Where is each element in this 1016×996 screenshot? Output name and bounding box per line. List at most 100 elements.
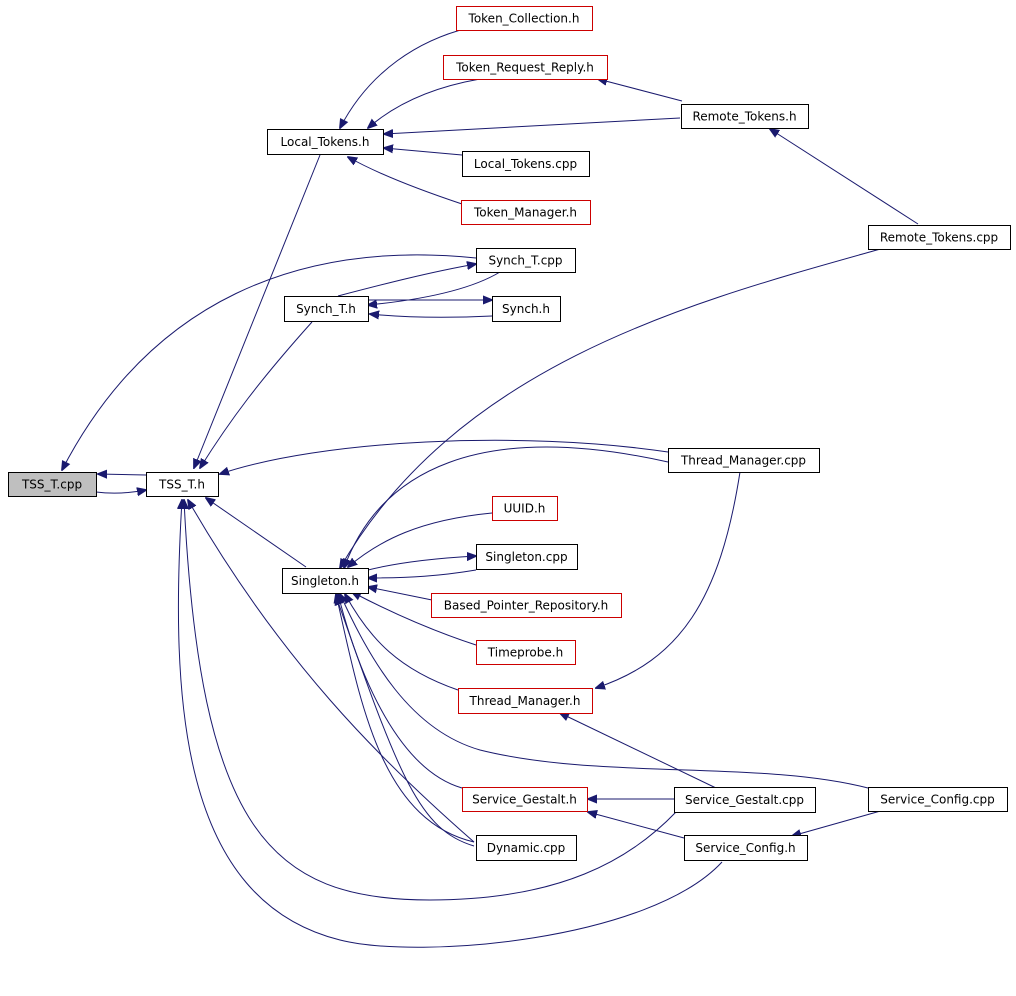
node-token-collection-h[interactable]: Token_Collection.h: [456, 6, 593, 31]
edge-tss-t-h-to-tss-t-cpp: [98, 474, 147, 475]
node-uuid-h[interactable]: UUID.h: [492, 496, 558, 521]
node-box: [868, 787, 1008, 812]
node-thread-manager-cpp[interactable]: Thread_Manager.cpp: [668, 448, 820, 473]
edge-service-gestalt-cpp-to-thread-manager-h: [560, 713, 717, 789]
node-box: [462, 787, 588, 812]
node-box: [476, 248, 576, 273]
edge-token-collection-to-local-tokens: [340, 27, 469, 128]
edge-thread-manager-cpp-to-tss-t-h: [220, 439, 669, 474]
node-label: Token_Manager.h: [473, 206, 577, 220]
edge-singleton-to-singleton-cpp: [367, 556, 476, 571]
node-based-pointer-repository-h[interactable]: Based_Pointer_Repository.h: [431, 593, 622, 618]
edge-service-config-cpp-to-service-config-h: [792, 809, 885, 836]
node-box: [8, 472, 97, 497]
edge-remote-tokens-h-to-local-tokens: [384, 117, 681, 134]
node-box: [684, 835, 808, 861]
node-box: [462, 151, 590, 177]
node-synch-t-cpp[interactable]: Synch_T.cpp: [476, 248, 576, 273]
node-label: UUID.h: [504, 502, 546, 516]
node-label: Token_Collection.h: [468, 12, 580, 26]
node-box: [476, 544, 578, 570]
node-thread-manager-h[interactable]: Thread_Manager.h: [458, 688, 593, 714]
edge-local-tokens-cpp-to-local-tokens: [384, 148, 463, 156]
edge-dynamic-to-tss-t-h: [188, 500, 475, 843]
node-label: Synch_T.h: [296, 302, 356, 316]
node-box: [267, 129, 384, 155]
node-label: Thread_Manager.cpp: [680, 454, 806, 468]
node-service-gestalt-cpp[interactable]: Service_Gestalt.cpp: [674, 787, 816, 813]
node-label: Synch_T.cpp: [488, 254, 562, 268]
node-box: [668, 448, 820, 473]
node-remote-tokens-cpp[interactable]: Remote_Tokens.cpp: [868, 225, 1011, 250]
node-local-tokens-cpp[interactable]: Local_Tokens.cpp: [462, 151, 590, 177]
edge-service-gestalt-cpp-to-tss-t-h: [184, 500, 677, 901]
edge-synch-t-cpp-to-synch-t-h: [368, 271, 501, 305]
node-timeprobe-h[interactable]: Timeprobe.h: [476, 640, 576, 665]
edge-singleton-cpp-to-singleton: [368, 569, 477, 578]
node-label: Timeprobe.h: [487, 646, 563, 660]
node-box: [476, 640, 576, 665]
edge-service-config-h-to-service-gestalt-h: [588, 812, 685, 839]
node-dynamic-cpp[interactable]: Dynamic.cpp: [476, 835, 577, 861]
node-label: Token_Request_Reply.h: [455, 61, 594, 75]
node-box: [146, 472, 219, 497]
node-tss-t-h[interactable]: TSS_T.h: [146, 472, 219, 497]
edge-synch-t-cpp-to-tss-t-cpp: [62, 254, 477, 470]
edge-dynamic-to-singleton-b: [336, 596, 475, 847]
node-label: Local_Tokens.cpp: [474, 157, 577, 171]
node-box: [868, 225, 1011, 250]
node-synch-h[interactable]: Synch.h: [492, 296, 561, 322]
file-nodes: TSS_T.cpp TSS_T.h Local_Tokens.h Token_Coll…: [8, 6, 1011, 861]
edge-token-manager-to-local-tokens: [348, 157, 463, 205]
edge-thread-manager-h-to-singleton: [345, 594, 459, 691]
node-label: Service_Gestalt.h: [472, 793, 577, 807]
edge-service-config-cpp-to-singleton: [340, 594, 869, 789]
edge-thread-manager-cpp-to-singleton: [344, 446, 669, 568]
edge-tss-t-cpp-to-tss-t-h: [95, 490, 146, 493]
edge-remote-tokens-cpp-to-remote-tokens-h: [770, 129, 919, 225]
node-singleton-h[interactable]: Singleton.h: [282, 568, 369, 594]
node-box: [461, 200, 591, 225]
node-label: Thread_Manager.h: [469, 694, 581, 708]
node-box: [456, 6, 593, 31]
node-box: [443, 55, 608, 80]
edge-service-config-h-to-tss-t-h: [178, 500, 723, 948]
node-label: Service_Config.h: [695, 841, 795, 855]
edge-token-request-reply-to-local-tokens: [368, 78, 481, 128]
edge-timeprobe-to-singleton: [352, 592, 477, 646]
edge-service-gestalt-h-to-singleton: [338, 594, 463, 789]
node-tss-t-cpp[interactable]: TSS_T.cpp: [8, 472, 97, 497]
node-service-gestalt-h[interactable]: Service_Gestalt.h: [462, 787, 588, 812]
node-service-config-h[interactable]: Service_Config.h: [684, 835, 808, 861]
node-label: Local_Tokens.h: [281, 135, 370, 149]
node-label: Service_Config.cpp: [880, 793, 995, 807]
node-box: [492, 296, 561, 322]
node-label: Singleton.h: [291, 574, 359, 588]
node-label: Remote_Tokens.h: [692, 110, 796, 124]
edge-synch-h-to-synch-t-h: [370, 314, 493, 317]
node-label: Service_Gestalt.cpp: [685, 793, 804, 807]
edge-remote-tokens-h-to-token-request-reply: [598, 79, 683, 102]
edge-uuid-to-singleton: [348, 512, 493, 567]
edge-synch-t-h-to-synch-t-cpp: [337, 264, 476, 297]
node-box: [282, 568, 369, 594]
node-synch-t-h[interactable]: Synch_T.h: [284, 296, 369, 322]
edge-thread-manager-cpp-to-thread-manager-h: [596, 471, 741, 688]
edge-dynamic-to-singleton-a: [336, 594, 475, 843]
edge-based-pointer-to-singleton: [368, 587, 433, 601]
node-token-manager-h[interactable]: Token_Manager.h: [461, 200, 591, 225]
node-box: [458, 688, 593, 714]
node-singleton-cpp[interactable]: Singleton.cpp: [476, 544, 578, 570]
edge-local-tokens-to-tss-t-h: [194, 154, 321, 468]
edge-synch-t-h-to-tss-t-h: [200, 321, 313, 468]
edge-remote-tokens-cpp-to-singleton: [340, 247, 885, 568]
node-token-request-reply-h[interactable]: Token_Request_Reply.h: [443, 55, 608, 80]
node-service-config-cpp[interactable]: Service_Config.cpp: [868, 787, 1008, 812]
node-label: Based_Pointer_Repository.h: [444, 599, 608, 613]
edge-singleton-to-tss-t-h: [206, 498, 307, 568]
node-label: Synch.h: [502, 302, 550, 316]
node-remote-tokens-h[interactable]: Remote_Tokens.h: [681, 104, 809, 129]
node-label: Remote_Tokens.cpp: [880, 231, 998, 245]
node-local-tokens-h[interactable]: Local_Tokens.h: [267, 129, 384, 155]
